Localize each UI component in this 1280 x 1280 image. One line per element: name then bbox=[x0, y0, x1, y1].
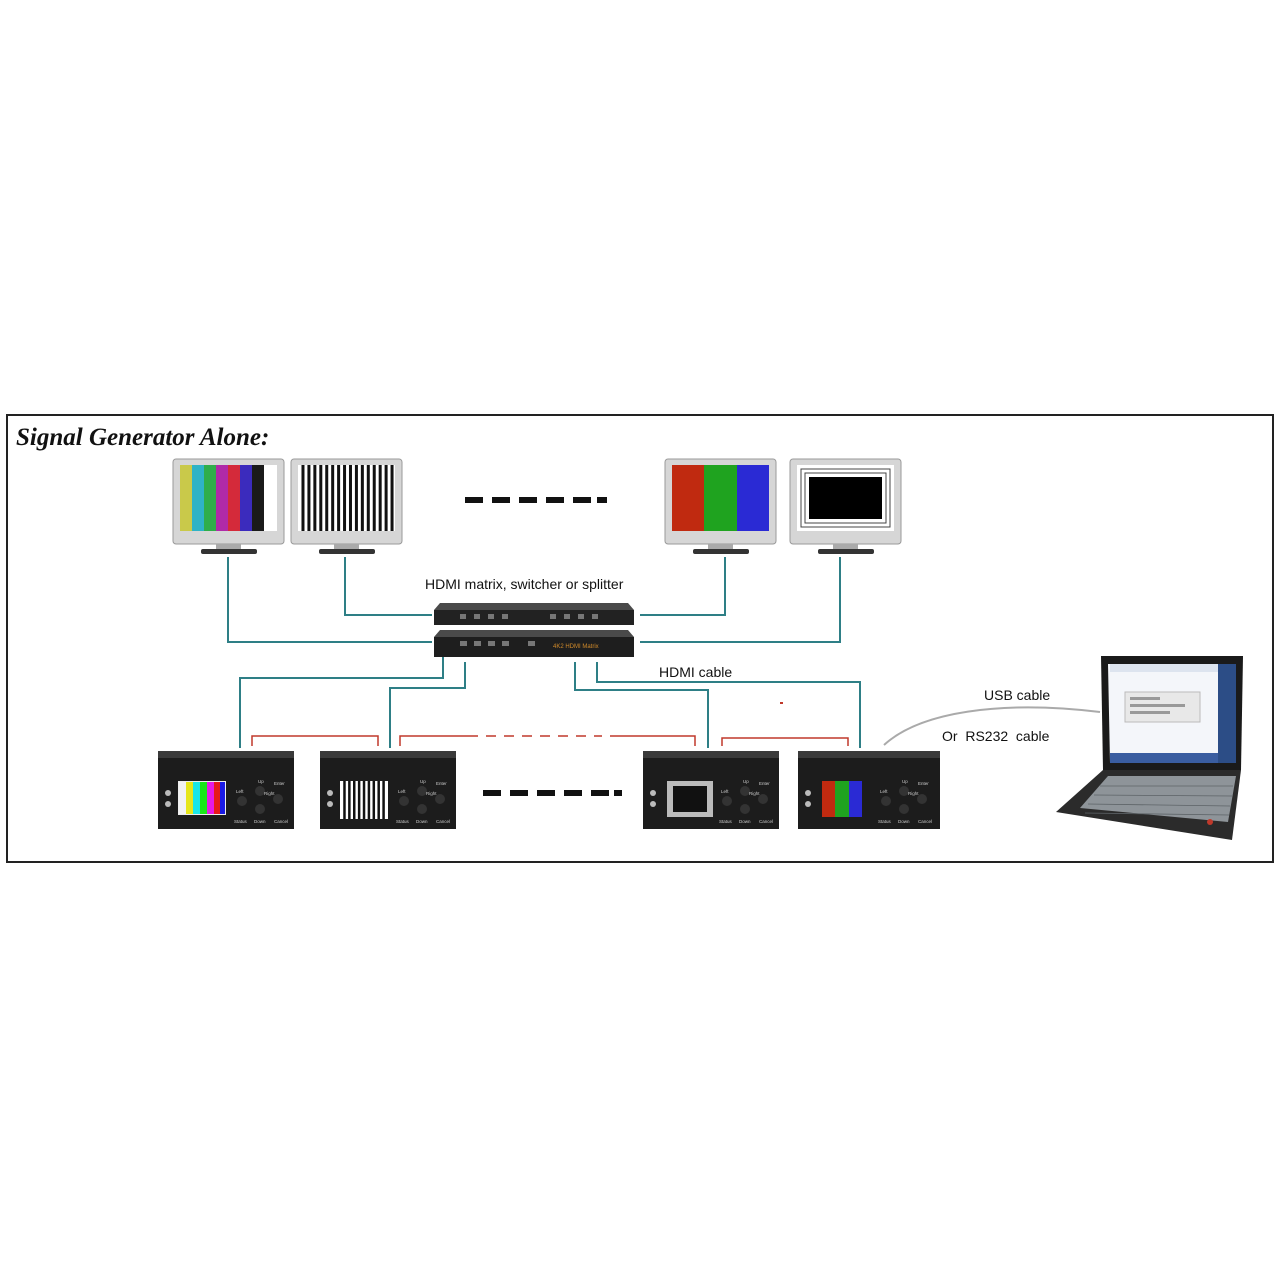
generator-4: Up Enter Left Right Status Down Cancel bbox=[798, 751, 940, 829]
stripe bbox=[354, 465, 358, 531]
svg-text:Cancel: Cancel bbox=[436, 819, 450, 824]
link-1-2 bbox=[251, 735, 379, 746]
svg-text:Down: Down bbox=[898, 819, 910, 824]
stripe bbox=[377, 781, 380, 819]
stripe bbox=[357, 781, 361, 819]
svg-text:Status: Status bbox=[234, 819, 248, 824]
cable-monitor-4 bbox=[640, 557, 841, 643]
usb-cable-label: USB cable bbox=[984, 687, 1051, 703]
red-dot bbox=[780, 702, 783, 704]
svg-text:Down: Down bbox=[416, 819, 428, 824]
stripe bbox=[372, 781, 376, 819]
stripe bbox=[348, 781, 351, 819]
stripe bbox=[353, 781, 356, 819]
ellipsis-top bbox=[465, 497, 607, 503]
svg-text:Left: Left bbox=[236, 789, 244, 794]
monitor-cables bbox=[227, 557, 841, 643]
stripe bbox=[362, 781, 366, 819]
cable-generator-3 bbox=[574, 662, 709, 748]
svg-text:Right: Right bbox=[908, 791, 919, 796]
svg-text:Cancel: Cancel bbox=[759, 819, 773, 824]
generator-1: Up Enter Left Right Status Down Cancel bbox=[158, 751, 294, 829]
stripe bbox=[390, 465, 394, 531]
svg-text:Enter: Enter bbox=[274, 781, 285, 786]
link-3-4 bbox=[721, 737, 849, 746]
hdmi-switcher-bottom: 4K2 HDMI Matrix bbox=[434, 630, 634, 657]
svg-text:Up: Up bbox=[420, 779, 426, 784]
stripe bbox=[343, 465, 347, 531]
generator-cables bbox=[239, 657, 861, 748]
stripe bbox=[382, 781, 385, 819]
svg-text:Down: Down bbox=[739, 819, 751, 824]
diagram-title: Signal Generator Alone: bbox=[16, 424, 270, 451]
svg-text:Enter: Enter bbox=[436, 781, 447, 786]
svg-text:Status: Status bbox=[396, 819, 410, 824]
rs232-cable-label: Or RS232 cable bbox=[942, 728, 1050, 744]
stripe bbox=[384, 465, 388, 531]
stripe bbox=[337, 465, 341, 531]
stripe bbox=[366, 465, 370, 531]
link-2-3-left bbox=[399, 735, 478, 746]
generator-links bbox=[251, 735, 849, 746]
generator-3: Up Enter Left Right Status Down Cancel bbox=[643, 751, 779, 829]
monitor-3 bbox=[664, 458, 777, 554]
generator-2: Up Enter Left Right Status Down Cancel bbox=[320, 751, 456, 829]
svg-text:Right: Right bbox=[426, 791, 437, 796]
hdmi-cable-label: HDMI cable bbox=[659, 664, 733, 680]
svg-text:Enter: Enter bbox=[759, 781, 770, 786]
cable-monitor-1 bbox=[227, 557, 432, 643]
svg-text:Status: Status bbox=[878, 819, 892, 824]
svg-text:Down: Down bbox=[254, 819, 266, 824]
svg-text:Left: Left bbox=[880, 789, 888, 794]
stripe bbox=[360, 465, 364, 531]
ellipsis-bottom bbox=[483, 790, 622, 796]
stripe bbox=[331, 465, 335, 531]
monitor-4 bbox=[789, 458, 902, 554]
stripe bbox=[307, 465, 311, 531]
svg-text:Up: Up bbox=[743, 779, 749, 784]
stripe bbox=[348, 465, 352, 531]
cable-generator-1 bbox=[239, 657, 444, 748]
svg-text:Right: Right bbox=[264, 791, 275, 796]
cable-generator-2 bbox=[389, 662, 466, 748]
switcher-label: HDMI matrix, switcher or splitter bbox=[425, 576, 624, 592]
cable-generator-4 bbox=[596, 662, 861, 748]
svg-text:Right: Right bbox=[749, 791, 760, 796]
svg-text:Up: Up bbox=[902, 779, 908, 784]
svg-text:Status: Status bbox=[719, 819, 733, 824]
monitor-1 bbox=[172, 458, 285, 554]
monitor-2 bbox=[290, 458, 403, 554]
usb-cable bbox=[883, 706, 1101, 746]
cable-monitor-3 bbox=[640, 557, 726, 616]
svg-text:Up: Up bbox=[258, 779, 264, 784]
cable-monitor-2 bbox=[344, 557, 432, 616]
svg-text:Cancel: Cancel bbox=[274, 819, 288, 824]
svg-text:Enter: Enter bbox=[918, 781, 929, 786]
stripe bbox=[367, 781, 371, 819]
stripe bbox=[378, 465, 382, 531]
svg-text:Cancel: Cancel bbox=[918, 819, 932, 824]
stripe bbox=[301, 465, 305, 531]
svg-text:Left: Left bbox=[721, 789, 729, 794]
stripe bbox=[343, 781, 346, 819]
stripe bbox=[372, 465, 376, 531]
hdmi-switcher-top bbox=[434, 603, 634, 625]
link-2-3-right bbox=[610, 735, 696, 746]
svg-text:Left: Left bbox=[398, 789, 406, 794]
stripe bbox=[313, 465, 317, 531]
stripe bbox=[319, 465, 323, 531]
diagram-frame bbox=[6, 414, 1274, 863]
stripe bbox=[325, 465, 329, 531]
laptop bbox=[1056, 656, 1243, 840]
switcher-brand-text: 4K2 HDMI Matrix bbox=[553, 644, 599, 650]
